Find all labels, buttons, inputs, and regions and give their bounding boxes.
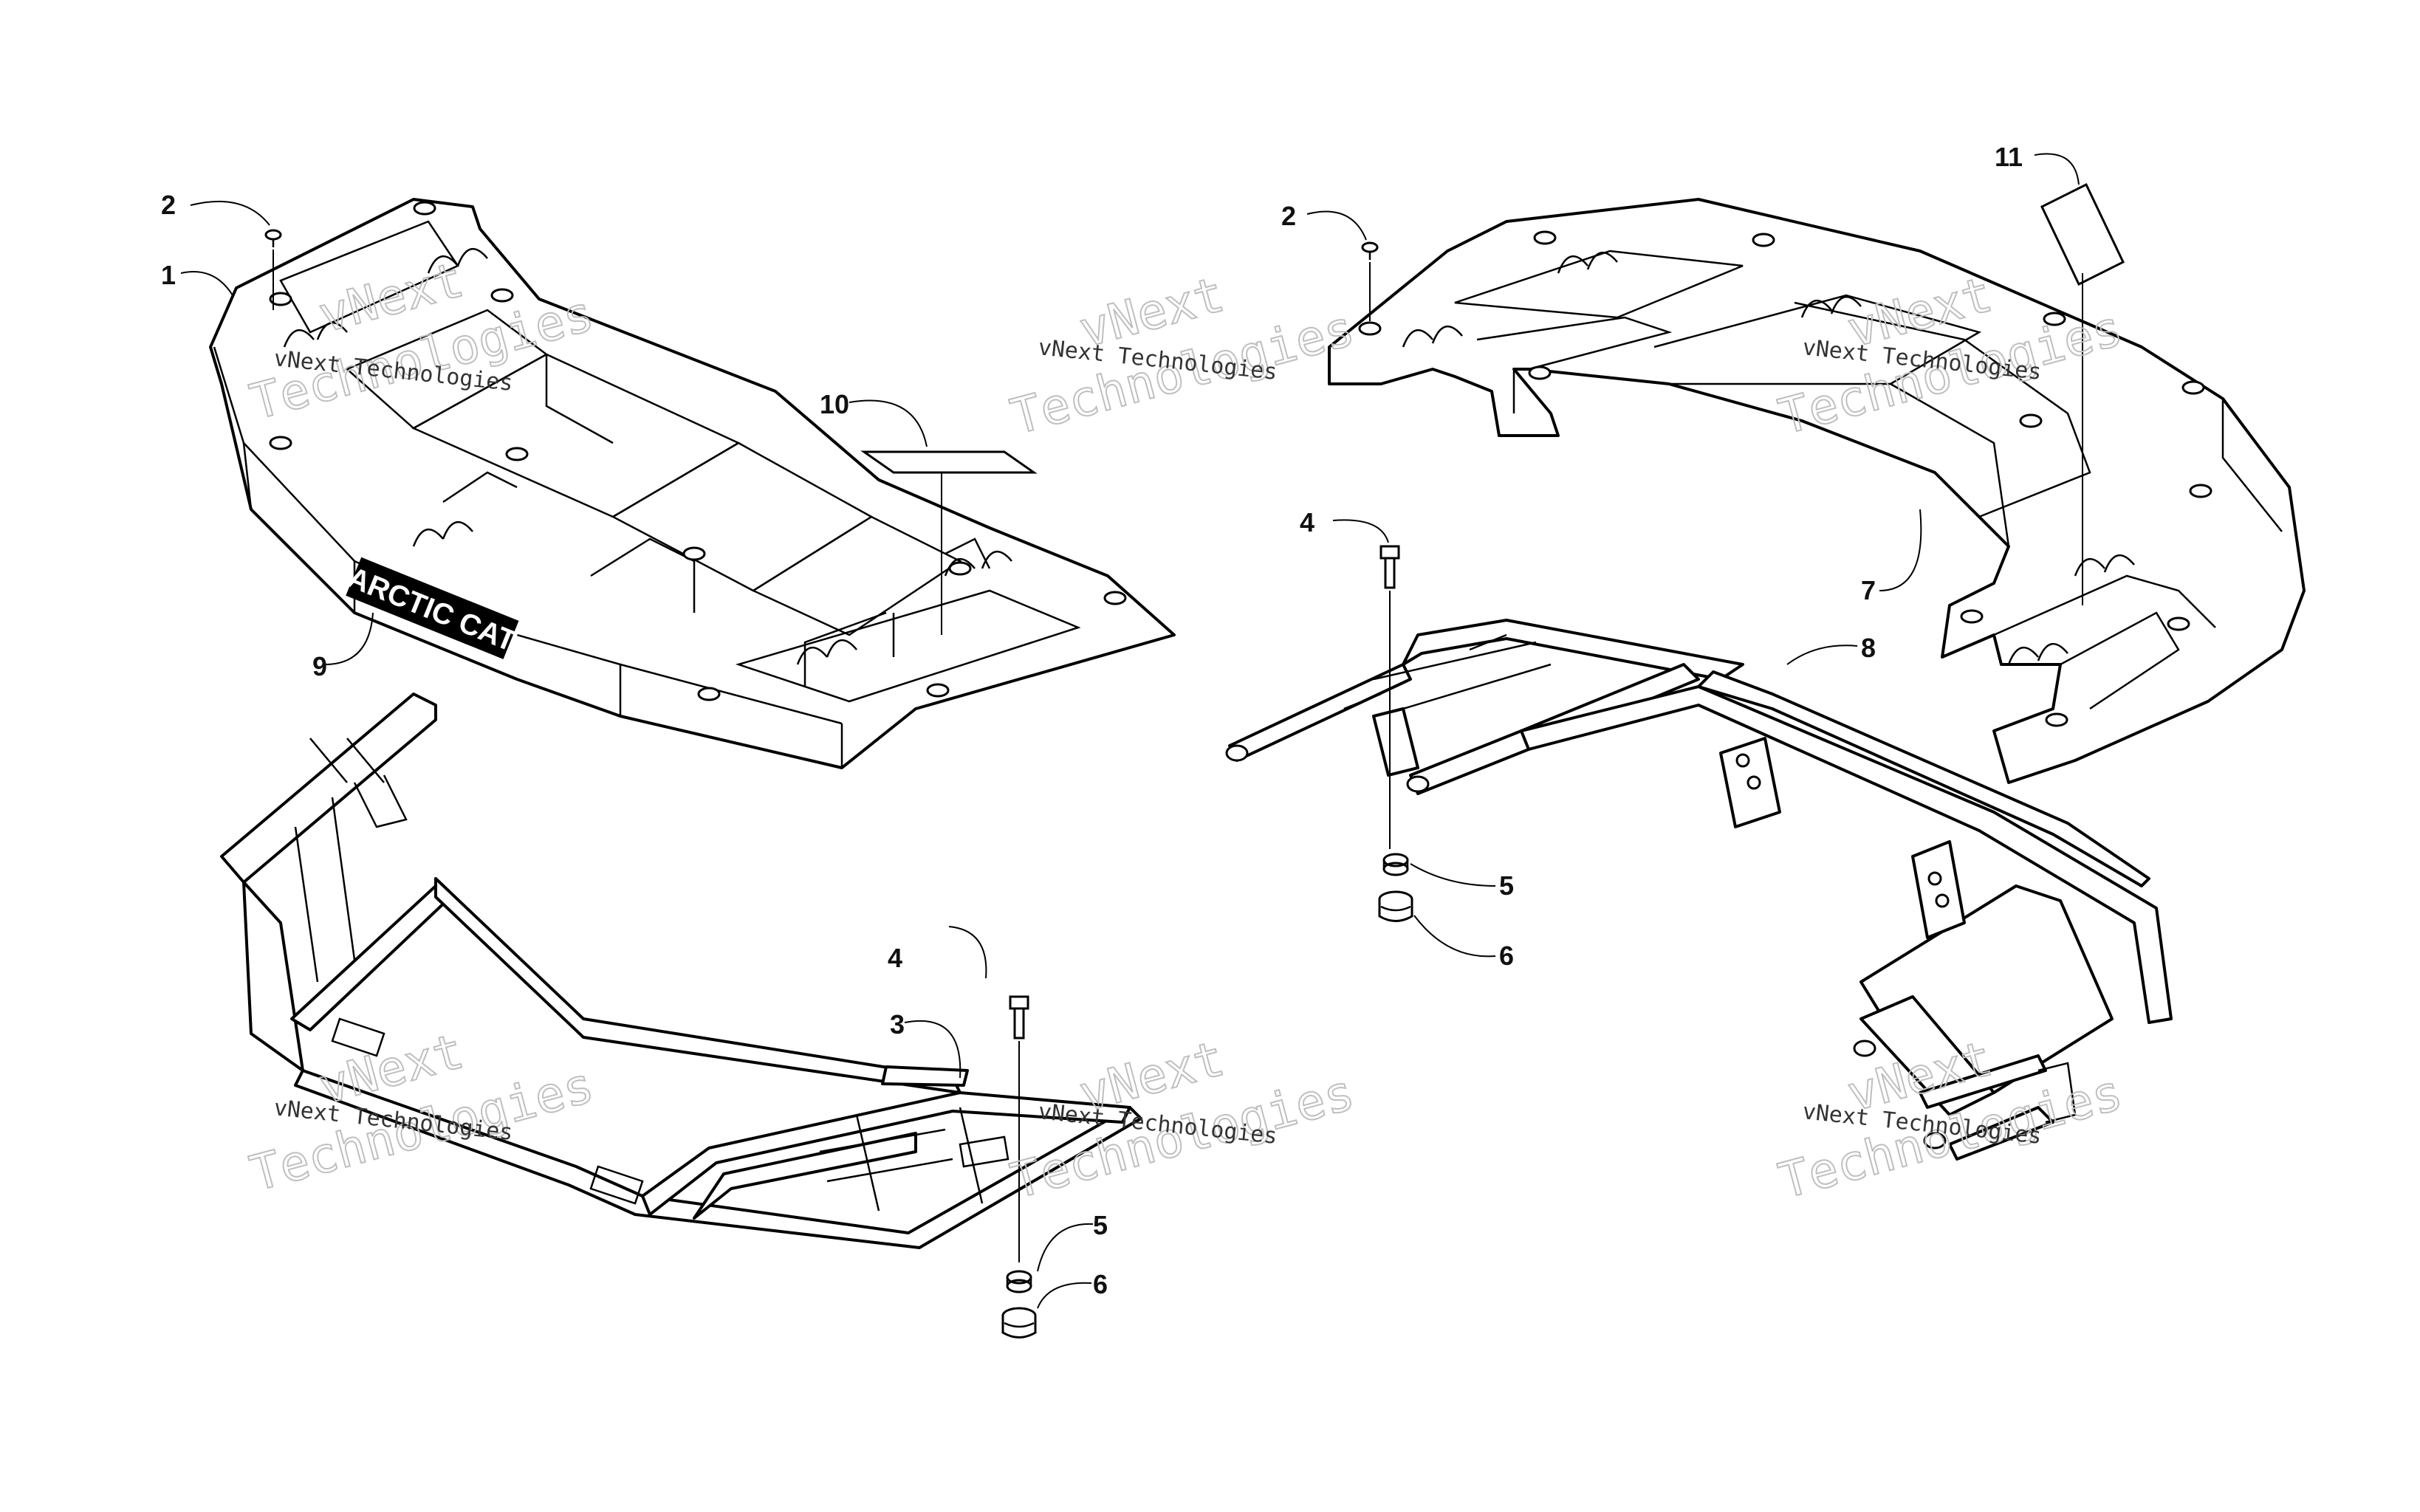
cap-part-6-left [1001,1307,1037,1339]
screw-part-2-right [1361,241,1379,260]
callout-10: 10 [820,389,849,419]
callout-2-right: 2 [1281,201,1296,231]
cap-part-6-right [1378,890,1413,922]
callout-4-left: 4 [888,943,902,973]
front-subframe-part-3 [220,693,1142,1249]
callout-8: 8 [1861,633,1876,663]
callout-7: 7 [1861,575,1876,605]
callout-6-left: 6 [1093,1269,1108,1299]
label-part-11 [2040,182,2125,286]
callout-3: 3 [890,1009,905,1040]
callout-5-left: 5 [1093,1210,1108,1240]
washer-part-5-right [1382,853,1409,876]
bolt-part-4-left [1009,995,1029,1040]
washer-part-5-left [1006,1270,1032,1293]
label-part-10 [860,450,1038,474]
callout-1: 1 [161,260,176,290]
rear-rack-part-7 [1328,198,2306,784]
bolt-part-4-right [1379,545,1400,589]
callout-5-right: 5 [1499,870,1514,901]
callout-4-right: 4 [1300,507,1314,537]
callout-6-right: 6 [1499,941,1514,971]
rear-subframe-part-8 [1225,619,2173,1161]
callout-9: 9 [312,651,327,681]
callout-2-left: 2 [161,190,176,220]
screw-part-2-left [264,229,282,247]
callout-11: 11 [1995,142,2023,172]
